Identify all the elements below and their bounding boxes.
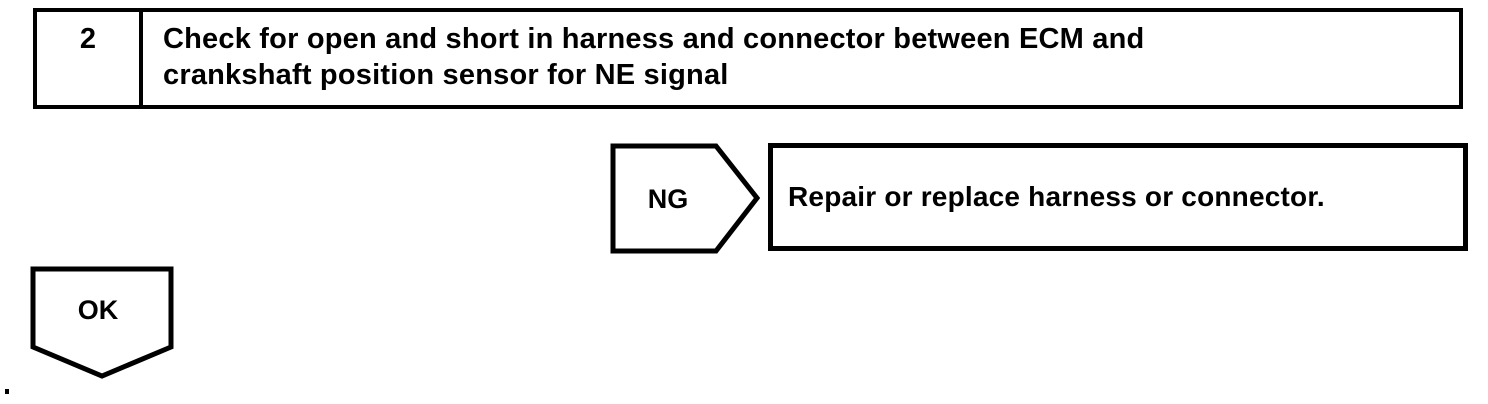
ng-result-text: Repair or replace harness or connector. <box>788 181 1325 212</box>
ok-pentagon-shape <box>30 266 174 379</box>
ng-pentagon-shape <box>610 143 760 254</box>
ok-label: OK <box>78 295 119 325</box>
ok-pentagon: OK <box>30 266 174 379</box>
ng-result-box: Repair or replace harness or connector. <box>768 143 1468 251</box>
step-number: 2 <box>37 12 143 105</box>
ng-pentagon: NG <box>610 143 760 254</box>
scan-artifact-dot <box>5 389 9 394</box>
step-header-box: 2 Check for open and short in harness an… <box>33 8 1463 109</box>
ng-label: NG <box>648 184 689 214</box>
step-title: Check for open and short in harness and … <box>163 23 1145 91</box>
